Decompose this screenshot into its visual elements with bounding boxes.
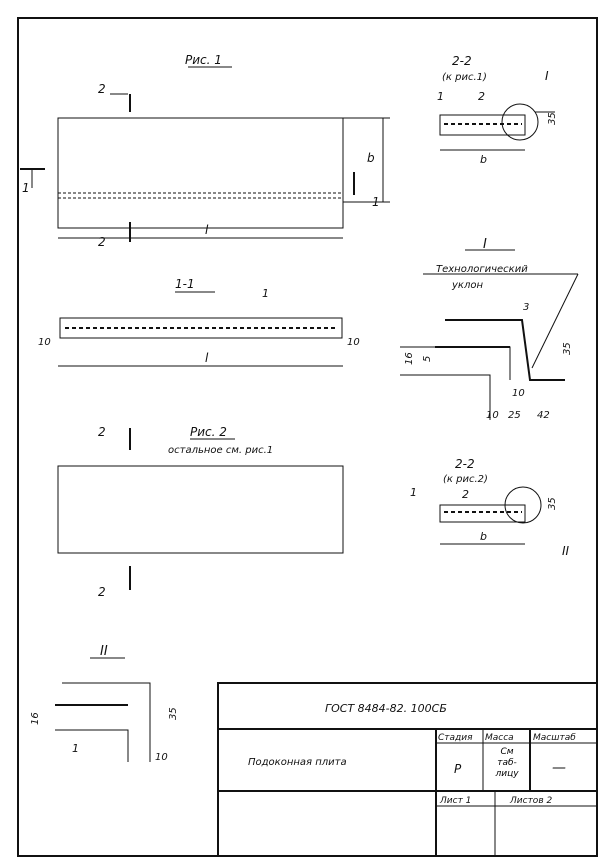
- fig2-mark-top: 2: [98, 425, 106, 439]
- sec11-dim10-right: 10: [347, 337, 360, 348]
- detailI-dim35: 35: [562, 342, 573, 355]
- sec22a-callout: I: [545, 69, 549, 83]
- sec22b-pos2: 2: [462, 488, 469, 501]
- drawing-name: Подоконная плита: [248, 757, 347, 768]
- sec11-title: 1-1: [175, 277, 195, 291]
- sec11-dim10-left: 10: [38, 337, 51, 348]
- sec22b-title: 2-2: [455, 457, 475, 471]
- detailII-title: II: [100, 644, 108, 659]
- detailI-dim10a: 10: [512, 388, 525, 399]
- detailII-pos1: 1: [72, 742, 79, 755]
- sec22b-callout: II: [562, 544, 570, 558]
- detail-II: II 35 16 1 10: [30, 644, 179, 763]
- sec11-dim-length: l: [205, 351, 209, 365]
- figure-1: Рис. 1 2 2 1 1 l b: [20, 53, 390, 249]
- sec22b-dim-b: b: [480, 530, 487, 543]
- detailI-dim25: 25: [508, 410, 521, 421]
- stage-value: Р: [454, 762, 462, 776]
- section-2-2-fig1: 2-2 (к рис.1) I 1 2 35 b: [437, 54, 558, 166]
- mass-header: Масса: [485, 733, 514, 743]
- detailII-dim10: 10: [155, 752, 168, 763]
- section-2-2-fig2: 2-2 (к рис.2) 1 2 35 b II: [410, 457, 570, 558]
- sheet-number: Лист 1: [439, 796, 471, 806]
- sec22a-title: 2-2: [452, 54, 472, 68]
- designation: ГОСТ 8484-82. 100СБ: [325, 702, 447, 715]
- fig1-title: Рис. 1: [185, 53, 222, 67]
- slab-plan: [57, 117, 344, 229]
- scale-value: —: [552, 760, 566, 776]
- fig1-section-mark-top: 2: [98, 82, 106, 96]
- sec11-pos1: 1: [262, 287, 269, 300]
- slab-plan-2: [57, 465, 344, 554]
- fig2-mark-bottom: 2: [98, 585, 106, 599]
- fig2-subtitle: остальное см. рис.1: [168, 445, 273, 456]
- detailI-dim10b: 10: [486, 410, 499, 421]
- detailI-title: I: [483, 237, 487, 252]
- sheets-count: Листов 2: [509, 796, 552, 806]
- detailI-dim3: 3: [523, 302, 529, 313]
- sec22a-pos1: 1: [437, 90, 444, 103]
- detailII-dim16: 16: [30, 712, 41, 725]
- sec22a-dim35: 35: [547, 112, 558, 125]
- sec22b-pos1: 1: [410, 486, 417, 499]
- fig1-dim-length: l: [205, 223, 209, 237]
- sec22a-subtitle: (к рис.1): [442, 72, 487, 83]
- fig1-dim-width: b: [367, 151, 375, 165]
- sec22a-dim-b: b: [480, 153, 487, 166]
- detailI-dim5: 5: [422, 356, 433, 362]
- mass-value: См таб- лицу: [495, 747, 519, 779]
- detailI-note-line1: Технологический: [436, 264, 528, 275]
- detailI-note-line2: уклон: [451, 280, 483, 291]
- fig2-title: Рис. 2: [190, 425, 227, 439]
- scale-header: Масштаб: [533, 733, 576, 743]
- detailI-dim16: 16: [404, 352, 415, 365]
- detailI-dim42: 42: [537, 410, 550, 421]
- fig1-section-mark-bottom: 2: [98, 235, 106, 249]
- detailII-dim35: 35: [168, 707, 179, 720]
- fig1-side-mark-left: 1: [22, 181, 30, 195]
- stage-header: Стадия: [438, 733, 473, 743]
- sec22a-pos2: 2: [478, 90, 485, 103]
- title-block: ГОСТ 8484-82. 100СБ Подоконная плита Ста…: [217, 682, 598, 857]
- detail-I: I Технологический уклон 3 35 16 5 10 10 …: [400, 237, 579, 421]
- sec22b-subtitle: (к рис.2): [443, 474, 488, 485]
- figure-2: Рис. 2 остальное см. рис.1 2 2: [57, 425, 344, 599]
- sec22b-dim35: 35: [547, 497, 558, 510]
- section-1-1: 1-1 1 10 10 l: [38, 277, 360, 367]
